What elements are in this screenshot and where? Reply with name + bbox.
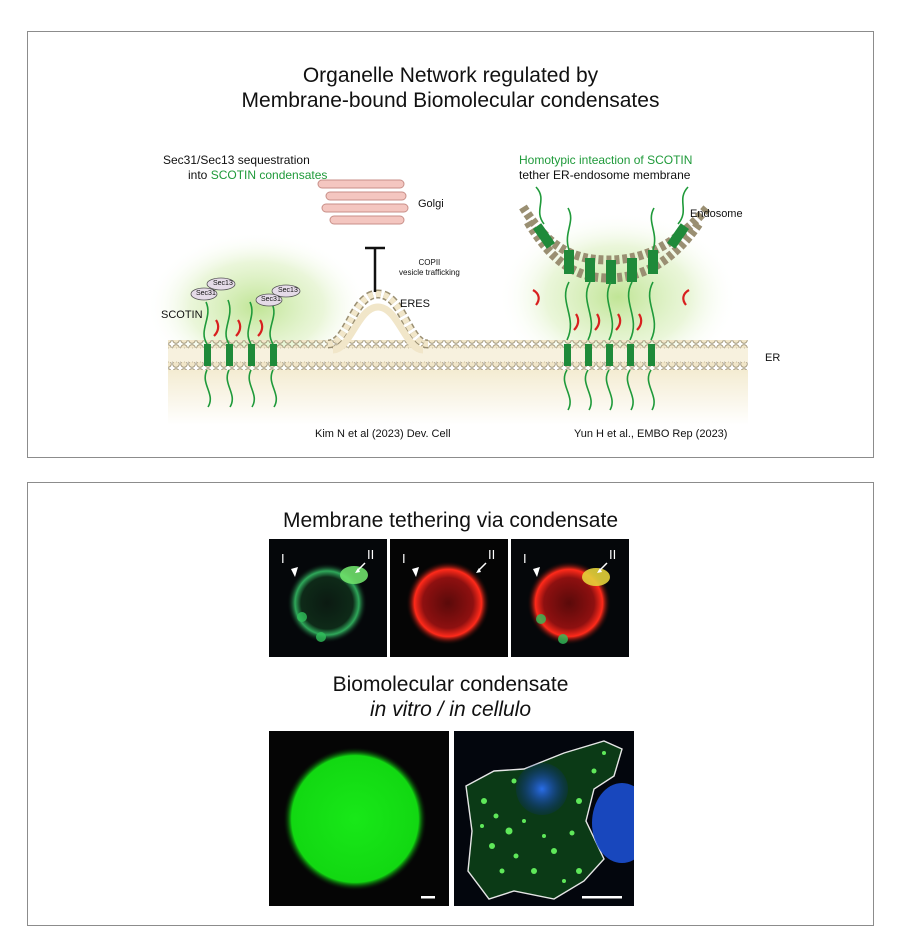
condensate-imaging-panel: Membrane tethering via condensate I II <box>27 482 874 926</box>
sec31-label-2: Sec31 <box>261 296 281 303</box>
er-membrane <box>168 340 748 370</box>
eres-label: ERES <box>400 298 430 310</box>
marker-II-3: II <box>609 547 617 562</box>
golgi-label: Golgi <box>418 198 444 210</box>
condensate-subtitle: in vitro / in cellulo <box>369 698 532 721</box>
tethering-title: Membrane tethering via condensate <box>282 509 619 532</box>
left-caption-line1: Sec31/Sec13 sequestration <box>163 153 310 167</box>
in-vitro-droplet-image <box>269 731 449 906</box>
sec13-label-2: Sec13 <box>278 287 298 294</box>
er-lumen <box>168 370 748 425</box>
scotin-label: SCOTIN <box>161 309 203 321</box>
scotin-red-segments-left <box>213 319 264 337</box>
eres-bud <box>326 289 430 354</box>
right-caption-line2: tether ER-endosome membrane <box>519 168 691 182</box>
sec31-label-1: Sec31 <box>196 290 216 297</box>
left-caption-line2: into SCOTIN condensates <box>188 168 327 182</box>
microscopy-green-channel: I II <box>269 539 387 657</box>
left-caption-prefix: into <box>188 168 211 182</box>
marker-I-2: I <box>402 551 406 566</box>
condensate-title: Biomolecular condensate <box>332 673 569 696</box>
sec31-sec13-complex <box>190 277 301 307</box>
marker-II-1: II <box>367 547 375 562</box>
sec13-label-1: Sec13 <box>213 280 233 287</box>
copii-inhibition-symbol <box>365 246 385 292</box>
scotin-transmembrane-endosome <box>533 223 689 284</box>
panel-title-line1: Organelle Network regulated by <box>302 64 599 87</box>
scotin-transmembrane-left <box>204 344 277 366</box>
reference-right: Yun H et al., EMBO Rep (2023) <box>574 428 728 440</box>
marker-II-2: II <box>488 547 496 562</box>
scale-bar-1 <box>421 896 435 899</box>
endosome-label: Endosome <box>690 208 743 220</box>
microscopy-merge: I II <box>511 539 629 657</box>
scotin-tails-right <box>535 186 689 411</box>
in-cellulo-cell-image <box>454 731 634 906</box>
copii-label: COPII vesicle trafficking <box>399 258 460 278</box>
reference-left: Kim N et al (2023) Dev. Cell <box>315 428 451 440</box>
right-caption-line1: Homotypic inteaction of SCOTIN <box>519 153 693 167</box>
scotin-tails-left <box>203 299 278 408</box>
panel-title-line2: Membrane-bound Biomolecular condensates <box>241 89 660 112</box>
microscopy-red-channel: I II <box>390 539 508 657</box>
organelle-network-panel: Organelle Network regulated by Membrane-… <box>27 31 874 458</box>
er-label: ER <box>765 352 781 364</box>
scotin-transmembrane-er-right <box>564 344 655 366</box>
copii-label-line1: COPII <box>418 258 441 267</box>
golgi-icon <box>317 179 409 225</box>
marker-I-3: I <box>523 551 527 566</box>
marker-I-1: I <box>281 551 285 566</box>
scotin-condensates-highlight: SCOTIN condensates <box>210 168 328 182</box>
organelle-diagram <box>146 179 748 425</box>
scale-bar-2 <box>582 896 622 899</box>
copii-label-line2: vesicle trafficking <box>399 268 460 277</box>
scotin-red-segments-right <box>532 289 690 331</box>
